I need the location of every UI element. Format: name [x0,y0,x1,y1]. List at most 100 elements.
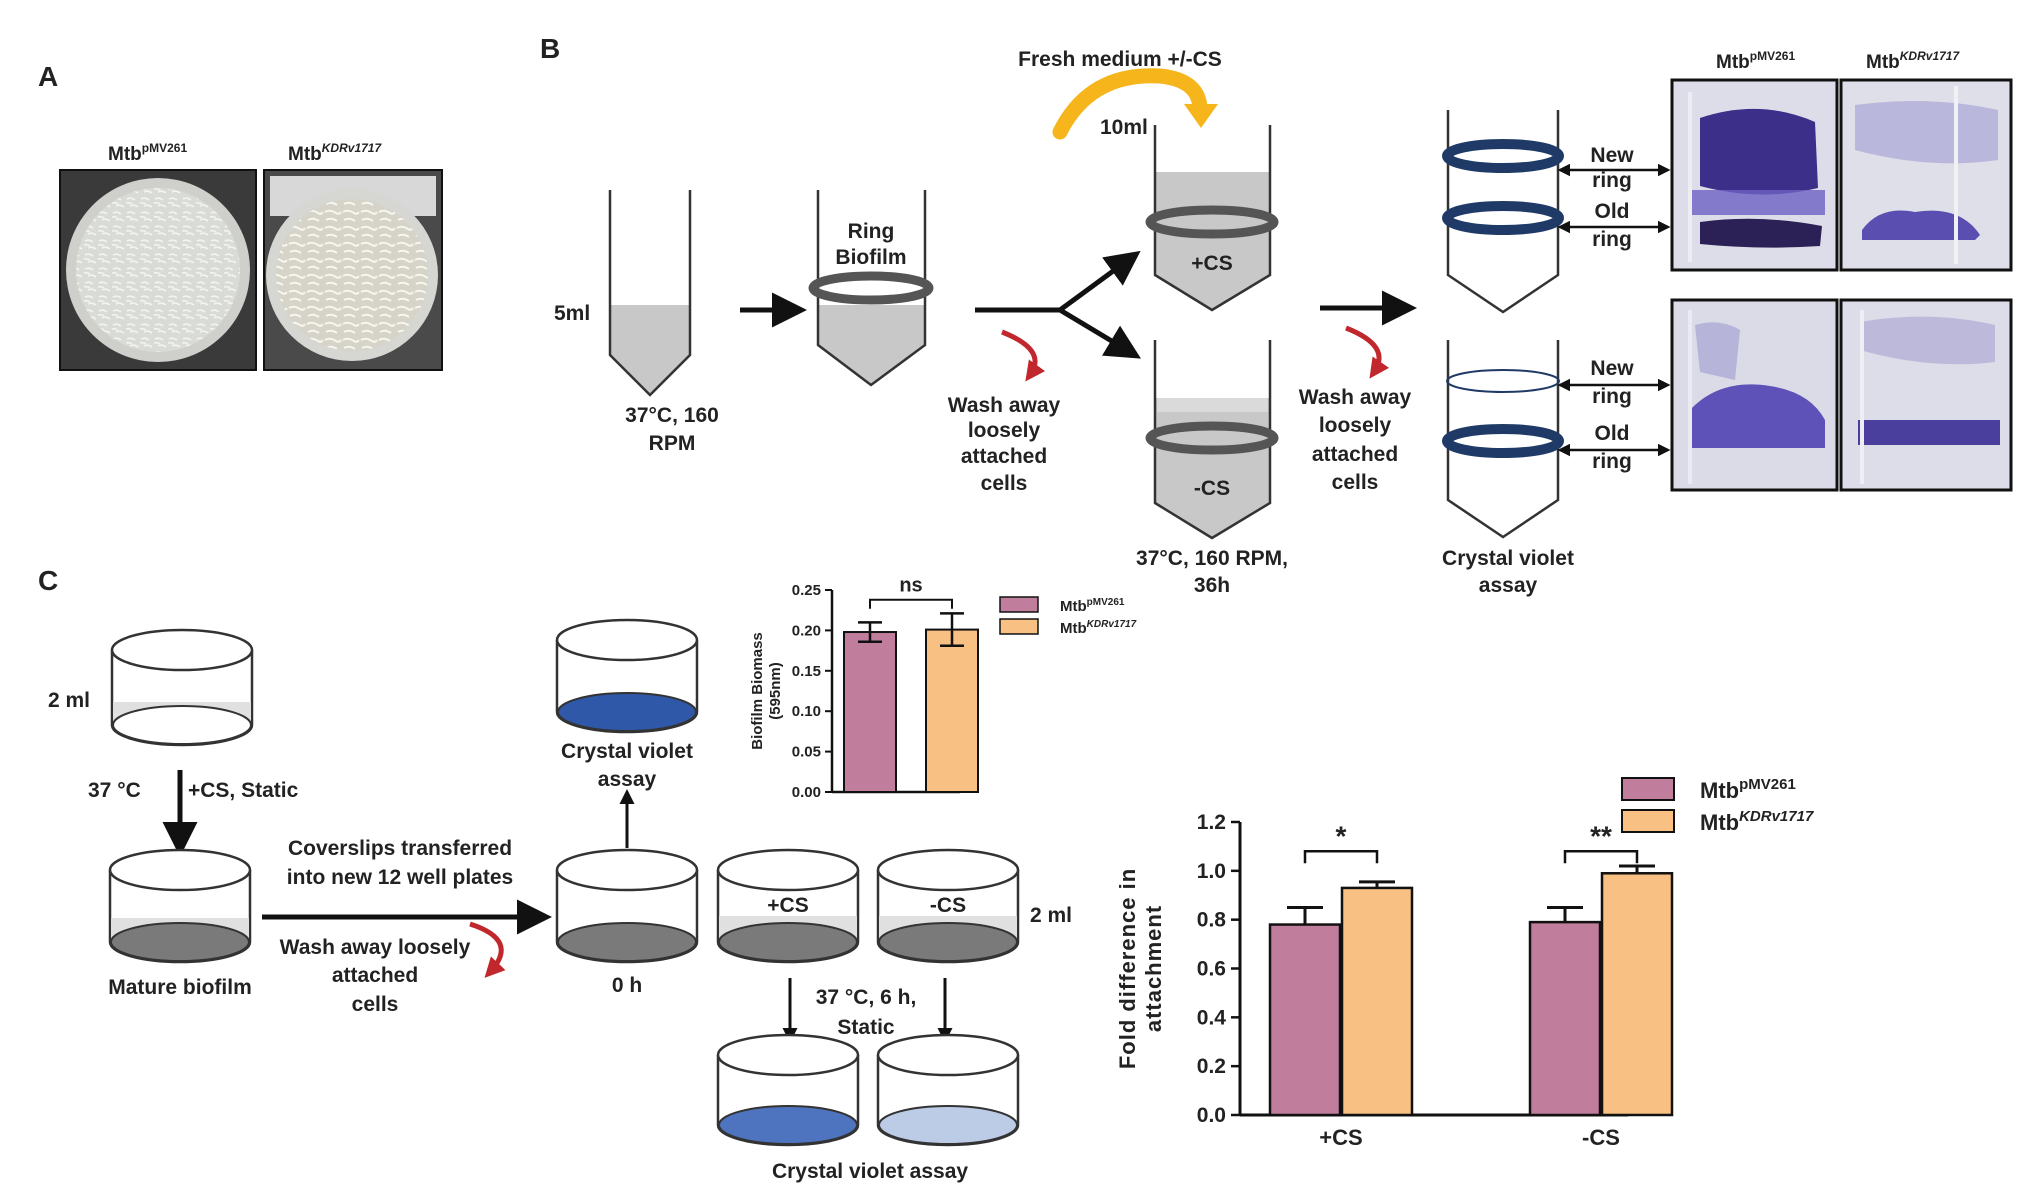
dish-plus-cs-label: +CS [767,894,808,917]
chart2-ytick-label: 0.6 [1197,958,1226,981]
cv-photo-wt-plus [1670,78,1839,272]
cv-photo-wt-minus [1670,298,1839,492]
wash-c-line1: Wash away loosely [280,936,471,959]
wash-1-line3: attached [961,445,1047,468]
panel-b-label: B [540,33,560,64]
cond-b-line2: Static [837,1016,895,1039]
chart1-legend-swatch [999,596,1039,613]
chart1-legend-swatch [999,618,1039,635]
chart1-legend-label: MtbKDRv1717 [1060,619,1137,637]
chart2-ytick-label: 0.0 [1197,1104,1226,1127]
cond-a-temp: 37 °C [88,779,141,802]
new-ring-2-line1: New [1590,357,1634,380]
tube-minus-cs-label: -CS [1194,477,1230,500]
cv-top-line2: assay [598,768,657,791]
wash-2-line1: Wash away [1299,386,1412,409]
new-ring-1-line2: ring [1592,169,1632,192]
ring-biofilm-line1: Ring [848,220,895,243]
chart1-ytick-label: 0.15 [792,663,821,680]
wash-arrow-2 [1345,325,1390,379]
photo-kd-title: MtbKDRv1717 [1866,49,1960,73]
new-ring-2-line2: ring [1592,385,1632,408]
chart2-sig-bracket [1303,850,1379,864]
dish-cv-plus [716,1033,860,1147]
dish-mature-biofilm [108,848,252,964]
chart1-legend-sup: pMV261 [1087,597,1125,608]
tube-ring-biofilm [808,190,934,387]
chart1-ytick-label: 0.10 [792,703,821,720]
transfer-line2: into new 12 well plates [287,866,513,889]
old-ring-1-line2: ring [1592,228,1632,251]
chart1-ytick-label: 0.25 [792,582,821,599]
chart1-sig-bracket [869,598,953,609]
wash-2-line4: cells [1332,471,1379,494]
chart2-legend-prefix: Mtb [1700,778,1739,803]
dish-plus-cs [716,848,860,964]
chart2-legend-sup: KDRv1717 [1739,808,1814,825]
zero-hour-label: 0 h [612,974,642,997]
tube-minus-cs [1145,340,1279,540]
chart2-sig-label: ** [1590,820,1612,851]
chart2-legend-swatch [1621,809,1675,833]
fresh-medium-arrowhead [1184,104,1218,128]
dish-minus-cs [876,848,1020,964]
cv-photo-kd-plus [1839,78,2013,272]
condition-1-line2: RPM [649,432,696,455]
wash-arrow-c [469,921,506,978]
fresh-medium-arrow [1052,68,1208,140]
chart2-sig-label: * [1336,820,1347,851]
tube-initial [608,190,692,397]
cv-assay-line2: assay [1479,574,1538,597]
chart1-legend-prefix: Mtb [1060,620,1087,637]
chart1-legend-sup: KDRv1717 [1087,619,1137,630]
volume-5ml: 5ml [554,302,590,325]
panel-a-wt-title: MtbpMV261 [108,141,187,165]
chart1-bar [843,631,897,793]
plate-photo-wt [59,169,257,371]
chart1-sig-label: ns [899,575,922,597]
plate-photo-kd [263,169,443,371]
chart2-ylabel: Fold difference inattachment [1115,868,1166,1069]
chart1-ytick-label: 0.05 [792,744,821,761]
wash-1-line1: Wash away [948,394,1061,417]
split-arrow-down [1058,307,1142,359]
panel-c-label: C [38,565,58,596]
cv-top-line1: Crystal violet [561,740,693,763]
chart1-legend-label: MtbpMV261 [1060,597,1125,615]
chart1-ylabel-line1: Biofilm Biomass [749,632,766,750]
chart2-legend-label: MtbpMV261 [1700,776,1796,803]
dish-cv-top [555,618,699,734]
chart2-ylabel-line2: attachment [1141,905,1166,1032]
new-ring-1-line1: New [1590,144,1634,167]
chart2-ytick-label: 0.4 [1197,1006,1227,1029]
fresh-medium-label: Fresh medium +/-CS [1018,48,1222,71]
photo-wt-title: MtbpMV261 [1716,49,1795,73]
dish-vol-1: 2 ml [48,689,90,712]
condition-2-line2: 36h [1194,574,1230,597]
chart2-xtick-label: +CS [1319,1125,1362,1150]
condition-1-line1: 37°C, 160 [625,404,719,427]
cv-tube-minus [1442,340,1564,539]
ring-biofilm-line2: Biofilm [835,246,906,269]
chart1-ylabel: Biofilm Biomass(595nm) [749,632,784,750]
tube-plus-cs [1145,125,1279,312]
chart2-ytick-label: 0.8 [1197,909,1227,932]
chart2-bar [1600,872,1674,1117]
chart2-ytick-label: 0.2 [1197,1055,1226,1078]
chart2-bar [1340,886,1414,1117]
cv-tube-plus [1442,110,1564,314]
chart2-legend-prefix: Mtb [1700,810,1739,835]
chart2-legend-swatch [1621,777,1675,801]
chart2-legend-sup: pMV261 [1739,776,1796,793]
dish-cv-minus [876,1033,1020,1147]
mature-biofilm-label: Mature biofilm [108,976,252,999]
chart2-legend-label: MtbKDRv1717 [1700,808,1814,835]
dish-minus-cs-label: -CS [930,894,966,917]
chart2-bar [1528,920,1602,1117]
split-arrow-up [1058,250,1141,313]
chart1-ytick-label: 0.20 [792,622,821,639]
tube-plus-cs-label: +CS [1191,252,1232,275]
